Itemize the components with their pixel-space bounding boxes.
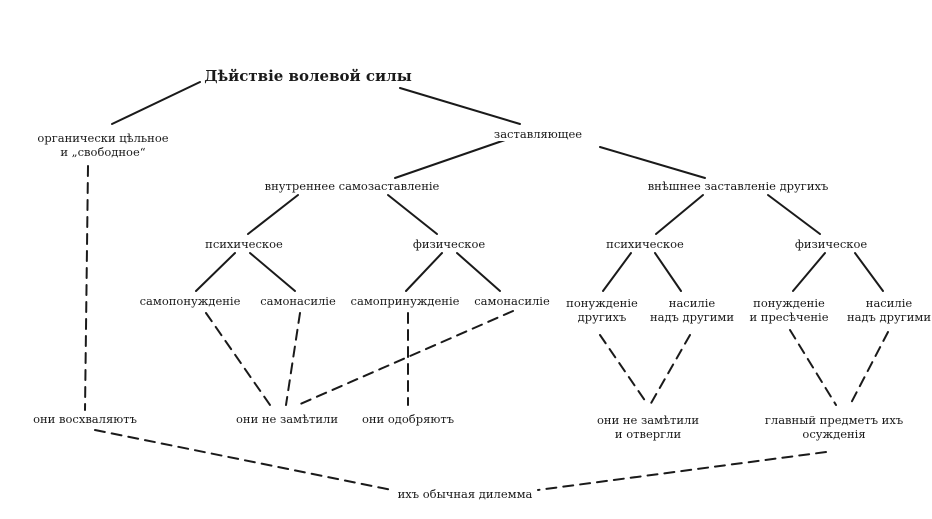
edge-internal-phys bbox=[387, 194, 438, 235]
main-subject-line2: осужденія bbox=[802, 427, 866, 441]
compelling-node: заставляющее bbox=[491, 127, 585, 141]
main-subject-node: главный предметъ ихъ осужденія bbox=[762, 413, 906, 441]
dash-coercion-unnoticed2 bbox=[599, 334, 649, 406]
self-violence-node: самонасиліе bbox=[258, 294, 338, 308]
approve-node: они одобряютъ bbox=[359, 412, 457, 426]
organic-label-line2: и „свободное“ bbox=[60, 145, 146, 159]
main-subject-line1: главный предметъ ихъ bbox=[764, 413, 904, 427]
int-phys-label: физическое bbox=[412, 237, 486, 251]
dash-selfcoercion-unnoticed bbox=[205, 312, 271, 406]
edge-root-organic bbox=[111, 81, 201, 125]
coercion-others-line1: понужденіе bbox=[566, 296, 638, 310]
external-node: внѣшнее заставленіе другихъ bbox=[645, 179, 831, 193]
self-violence-label: самонасиліе bbox=[260, 294, 336, 308]
ext-psych-node: психическое bbox=[604, 237, 686, 251]
external-label: внѣшнее заставленіе другихъ bbox=[647, 179, 829, 193]
edge-intpsych-selfviolence bbox=[249, 252, 296, 292]
root-node: Дѣйствіе волевой силы bbox=[202, 67, 414, 85]
unnoticed-rejected-line2: и отвергли bbox=[614, 427, 682, 441]
praise-label: они восхваляютъ bbox=[33, 412, 137, 426]
edge-extphys-prevent bbox=[792, 252, 826, 292]
praise-node: они восхваляютъ bbox=[31, 412, 139, 426]
coercion-prevent-line1: понужденіе bbox=[753, 296, 825, 310]
self-coercion-label: самопонужденіе bbox=[139, 294, 241, 308]
self-violence-2-label: самонасиліе bbox=[474, 294, 550, 308]
edge-intpsych-selfcoercion bbox=[195, 252, 236, 292]
self-compulsion-node: самопринужденіе bbox=[348, 294, 462, 308]
dash-selfviolence-unnoticed bbox=[285, 312, 301, 406]
edge-compelling-external bbox=[599, 146, 706, 179]
internal-node: внутреннее самозаставленіе bbox=[262, 179, 442, 193]
edge-intphys-selfviolence2 bbox=[456, 252, 501, 292]
unnoticed-rejected-line1: они не замѣтили bbox=[596, 413, 700, 427]
edge-extpsych-violence bbox=[654, 252, 682, 292]
edge-intphys-selfcompulsion bbox=[405, 252, 443, 292]
violence-others-node: насиліе надъ другими bbox=[647, 296, 737, 324]
int-phys-node: физическое bbox=[410, 237, 488, 251]
self-compulsion-label: самопринужденіе bbox=[350, 294, 460, 308]
edge-external-phys bbox=[767, 194, 821, 235]
dilemma-node: ихъ обычная дилемма bbox=[395, 487, 535, 501]
edge-compelling-internal bbox=[394, 139, 506, 179]
violence-others-line1: насиліе bbox=[668, 296, 716, 310]
self-coercion-node: самопонужденіе bbox=[137, 294, 243, 308]
dash-prevent-mainsubject bbox=[789, 329, 837, 406]
self-violence-2-node: самонасиліе bbox=[472, 294, 552, 308]
approve-label: они одобряютъ bbox=[361, 412, 455, 426]
dash-organic-praise bbox=[84, 165, 89, 411]
compelling-label: заставляющее bbox=[493, 127, 583, 141]
int-psych-node: психическое bbox=[203, 237, 285, 251]
violence-others-b-line2: надъ другими bbox=[846, 310, 932, 324]
unnoticed-node: они не замѣтили bbox=[233, 412, 341, 426]
int-psych-label: психическое bbox=[205, 237, 283, 251]
violence-others-b-node: насиліе надъ другими bbox=[844, 296, 932, 324]
unnoticed-label: они не замѣтили bbox=[235, 412, 339, 426]
coercion-others-node: понужденіе другихъ bbox=[564, 296, 640, 324]
coercion-others-line2: другихъ bbox=[577, 310, 627, 324]
organic-label-line1: органически цѣльное bbox=[37, 131, 169, 145]
edge-extpsych-coercion bbox=[602, 252, 632, 292]
root-label: Дѣйствіе волевой силы bbox=[204, 67, 412, 85]
edge-external-psych bbox=[655, 194, 704, 235]
dash-selfviolence2-unnoticed bbox=[297, 310, 514, 406]
edge-root-compelling bbox=[399, 87, 521, 125]
edge-internal-psych bbox=[247, 194, 299, 235]
dash-violence-unnoticed2 bbox=[649, 334, 691, 406]
organic-node: органически цѣльное и „свободное“ bbox=[35, 131, 171, 159]
edge-extphys-violence bbox=[854, 252, 884, 292]
unnoticed-rejected-node: они не замѣтили и отвергли bbox=[594, 413, 702, 441]
ext-phys-node: физическое bbox=[792, 237, 870, 251]
dash-praise-dilemma bbox=[94, 429, 393, 491]
internal-label: внутреннее самозаставленіе bbox=[264, 179, 440, 193]
coercion-prevent-node: понужденіе и пресѣченіе bbox=[747, 296, 831, 324]
dilemma-label: ихъ обычная дилемма bbox=[397, 487, 533, 501]
coercion-prevent-line2: и пресѣченіе bbox=[749, 310, 829, 324]
ext-phys-label: физическое bbox=[794, 237, 868, 251]
violence-others-b-line1: насиліе bbox=[865, 296, 913, 310]
ext-psych-label: психическое bbox=[606, 237, 684, 251]
violence-others-line2: надъ другими bbox=[649, 310, 735, 324]
dash-violenceb-mainsubject bbox=[849, 331, 889, 406]
dash-mainsubject-dilemma bbox=[537, 451, 827, 491]
